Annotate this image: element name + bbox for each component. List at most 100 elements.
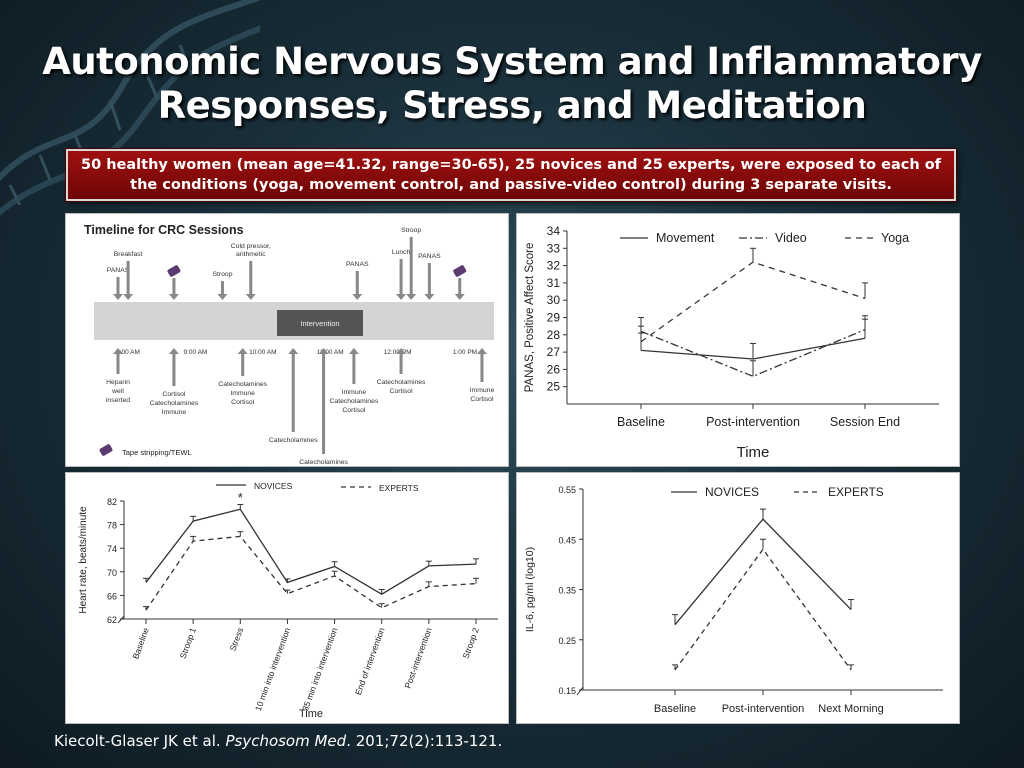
y-tick-label: 29 [547, 311, 561, 325]
arrow-up-head [237, 348, 248, 354]
y-axis-label: Heart rate, beats/minute [78, 506, 89, 614]
timeline-sample-label: Immune [470, 387, 495, 394]
legend-label: NOVICES [705, 485, 759, 499]
y-tick-label: 25 [547, 380, 561, 394]
x-axis-label: Time [737, 444, 770, 461]
series-line-movement [640, 337, 866, 360]
y-tick-label: 30 [547, 293, 561, 307]
legend-label: EXPERTS [379, 483, 419, 493]
arrow-up-head [348, 348, 359, 354]
x-axis-label: Time [299, 708, 323, 720]
citation-details: . 201;72(2):113-121. [346, 732, 503, 750]
time-tick-label: 1:00 PM [453, 349, 477, 356]
arrow-up-head [288, 348, 299, 354]
timeline-sample-label: Cortisol [390, 388, 414, 395]
timeline-sample-label: Immune [230, 390, 255, 397]
axis-break [117, 615, 125, 624]
arrow-up-head [476, 348, 487, 354]
x-tick-label: Stroop 1 [178, 626, 198, 660]
tape-icon [99, 444, 113, 456]
x-tick-label: Next Morning [818, 703, 883, 715]
x-tick-label: Stroop 2 [460, 626, 480, 660]
study-description-banner: 50 healthy women (mean age=41.32, range=… [66, 149, 956, 201]
timeline-sample-label: Catecholamines [269, 437, 318, 444]
y-tick-label: 34 [547, 224, 561, 238]
series-line-experts [145, 535, 477, 611]
intervention-label: Intervention [300, 319, 339, 328]
timeline-event-label: Breakfast [114, 251, 143, 258]
timeline-sample-label: Cortisol [231, 399, 255, 406]
arrow-up-head [396, 348, 407, 354]
timeline-event-label: PANAS [107, 267, 130, 274]
arrow-down-head [396, 294, 407, 300]
timeline-sample-label: Cortisol [470, 396, 494, 403]
page-title: Autonomic Nervous System and Inflammator… [42, 40, 982, 127]
y-axis-label: PANAS, Positive Affect Score [524, 243, 536, 393]
arrow-down-head [123, 294, 134, 300]
y-tick-label: 74 [107, 544, 117, 554]
x-tick-label: Post-intervention [403, 626, 434, 690]
timeline-sample-label: Catecholamines [330, 398, 379, 405]
intervention-block [277, 310, 363, 336]
y-tick-label: 28 [547, 328, 561, 342]
timeline-sample-label: Catecholamines [377, 379, 426, 386]
legend-label: Movement [656, 231, 715, 245]
arrow-down-head [245, 294, 256, 300]
timeline-title: Timeline for CRC Sessions [84, 223, 244, 237]
y-tick-label: 70 [107, 568, 117, 578]
series-line-novices [145, 508, 477, 595]
y-tick-label: 0.25 [558, 636, 576, 646]
arrow-up-head [168, 348, 179, 354]
x-tick-label: Baseline [130, 626, 151, 660]
arrow-down-head [352, 294, 363, 300]
citation-authors: Kiecolt-Glaser JK et al. [54, 732, 221, 750]
x-tick-label: Baseline [617, 415, 665, 429]
y-tick-label: 26 [547, 362, 561, 376]
x-tick-label: 35 min into intervention [300, 626, 340, 712]
legend-label: NOVICES [254, 481, 293, 491]
x-tick-label: 10 min into intervention [253, 626, 293, 712]
timeline-event-label: PANAS [418, 253, 441, 260]
x-tick-label: Stress [228, 626, 246, 652]
arrow-down-head [424, 294, 435, 300]
y-tick-label: 27 [547, 345, 561, 359]
y-tick-label: 0.15 [558, 686, 576, 696]
legend-label: Video [775, 231, 807, 245]
x-tick-label: End of intervention [353, 626, 387, 696]
time-tick-label: 10:00 AM [249, 349, 276, 356]
timeline-sample-label: Catecholamines [299, 459, 348, 466]
y-tick-label: 31 [547, 276, 561, 290]
time-tick-label: 9:00 AM [183, 349, 207, 356]
y-tick-label: 78 [107, 521, 117, 531]
timeline-event-label: Lunch [392, 249, 411, 256]
timeline-event-label: Stroop [212, 271, 232, 278]
timeline-sample-label: Immune [162, 409, 187, 416]
timeline-sample-label: Catecholamines [218, 381, 267, 388]
arrow-down-head [113, 294, 123, 300]
y-tick-label: 0.45 [558, 535, 576, 545]
tape-icon [453, 265, 467, 277]
significance-annotation: * [238, 490, 243, 505]
legend-label: EXPERTS [828, 485, 884, 499]
timeline-sample-label: inserted [106, 397, 130, 404]
x-tick-label: Session End [830, 415, 900, 429]
timeline-event-label: Stroop [401, 227, 421, 234]
x-tick-label: Baseline [654, 703, 696, 715]
timeline-legend-label: Tape stripping/TEWL [122, 448, 192, 457]
timeline-sample-label: Cortisol [162, 391, 186, 398]
y-tick-label: 62 [107, 615, 117, 625]
timeline-sample-label: Heparin [106, 379, 130, 386]
arrow-down-head [454, 294, 465, 300]
x-tick-label: Post-intervention [722, 703, 805, 715]
timeline-sample-label: Cortisol [342, 407, 366, 414]
y-tick-label: 0.55 [558, 485, 576, 495]
y-tick-label: 66 [107, 591, 117, 601]
axis-break [576, 686, 584, 696]
timeline-sample-label: Catecholamines [150, 400, 199, 407]
series-line-yoga [640, 261, 866, 343]
